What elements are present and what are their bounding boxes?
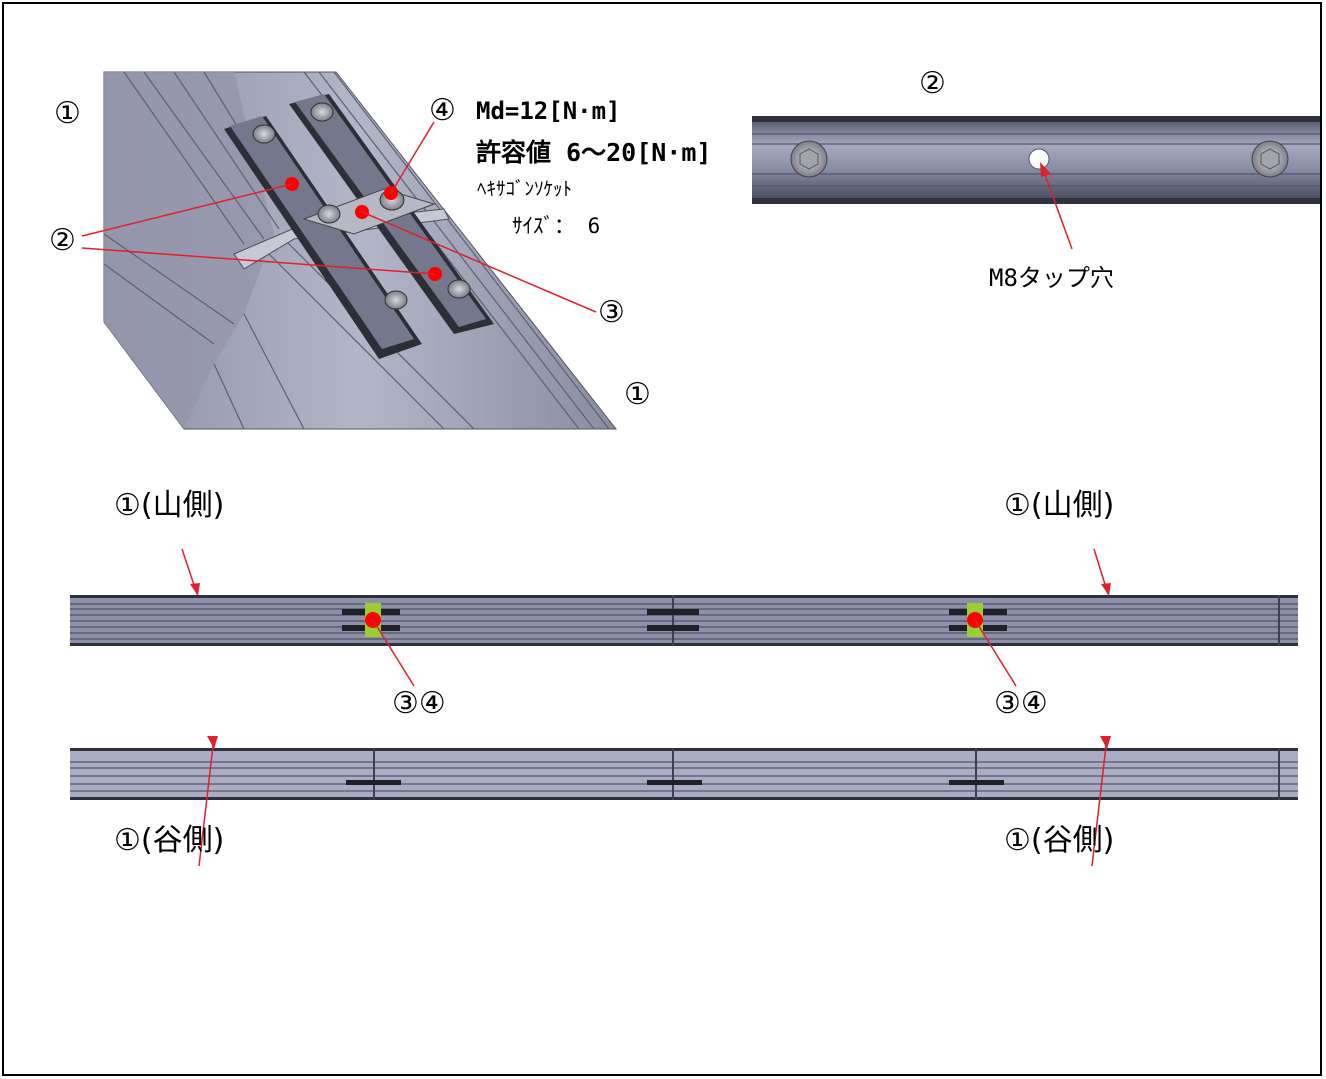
ridge-marker-left: ③④ [392, 686, 446, 721]
plate-label-part2: ② [919, 66, 946, 101]
plate-bolt-left [790, 140, 828, 178]
valley-rail-view [70, 736, 1298, 867]
plate-bolt-right [1251, 140, 1289, 178]
valley-label-left: ①(谷側) [114, 823, 225, 858]
tap-hole [1028, 148, 1050, 170]
ridge-label-right: ①(山側) [1004, 488, 1115, 523]
socket-type: ﾍｷｻｺﾞﾝｿｹｯﾄ [477, 178, 573, 200]
iso-label-part3: ③ [598, 295, 625, 330]
socket-size: ｻｲｽﾞ： 6 [512, 214, 601, 238]
iso-label-part1-bottom: ① [624, 377, 651, 412]
iso-label-part2: ② [49, 223, 76, 258]
plate-view [752, 116, 1320, 250]
iso-label-part4: ④ [429, 93, 456, 128]
ridge-label-left: ①(山側) [114, 488, 225, 523]
ridge-marker-right: ③④ [994, 686, 1048, 721]
allowable-torque: 許容値 6～20[N·m] [476, 138, 712, 167]
iso-rail-view [81, 71, 618, 430]
ridge-rail-view [70, 548, 1298, 687]
torque-value: Md=12[N·m] [476, 97, 621, 125]
valley-label-right: ①(谷側) [1004, 823, 1115, 858]
tap-hole-label: M8タップ穴 [989, 264, 1114, 292]
iso-label-part1-top: ① [54, 96, 81, 131]
drawing-canvas [70, 71, 1320, 867]
